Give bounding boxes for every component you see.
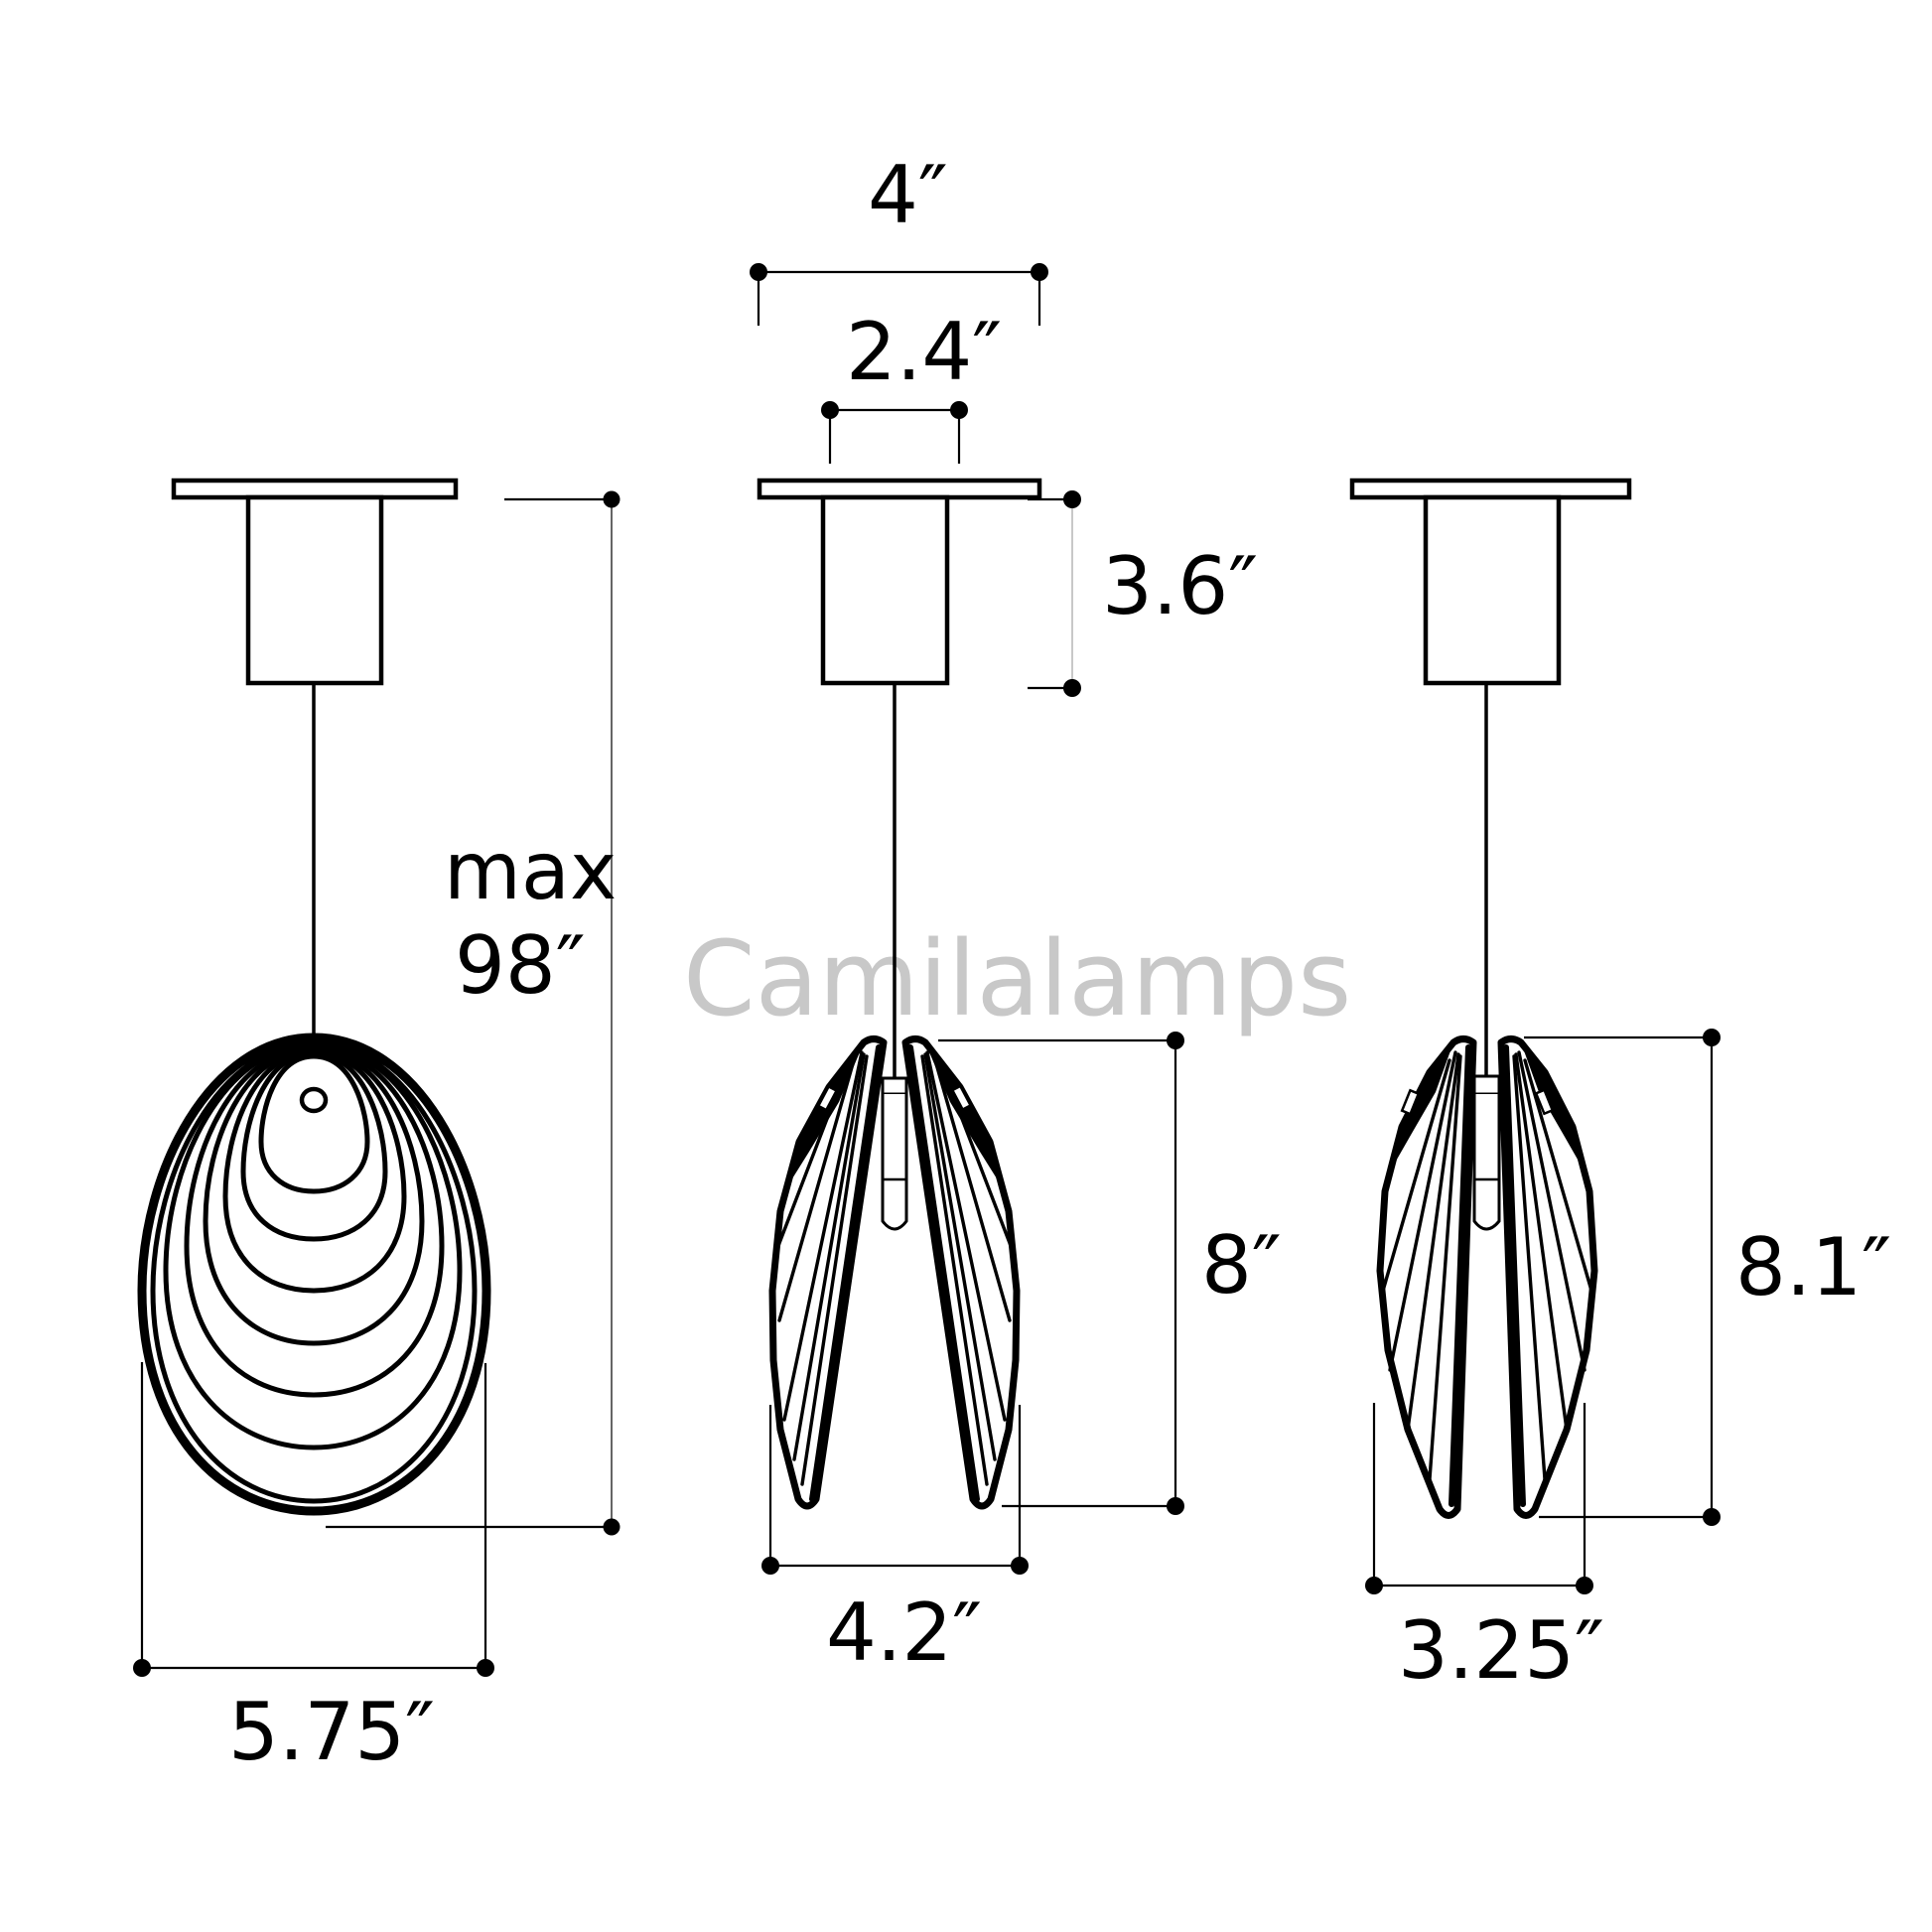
socket-hole: [299, 1086, 329, 1114]
shade-height-label: 8″: [1201, 1219, 1282, 1311]
shade-height-dimension: 8.1″: [1524, 1029, 1891, 1526]
bulb: [881, 1076, 908, 1231]
front-view: max 98″ 5.75″: [133, 478, 621, 1778]
canopy-cup: [245, 494, 384, 686]
shade-width-label: 3.25″: [1398, 1604, 1604, 1697]
ceiling-canopy: [171, 478, 459, 500]
height-label-value: 98″: [455, 919, 586, 1012]
canopy-height-label: 3.6″: [1102, 540, 1258, 632]
ceiling-canopy: [757, 478, 1042, 500]
right-wing: [1497, 1035, 1598, 1519]
canopy-width-dimension: 4″: [750, 149, 1048, 326]
shade-height-dimension: 8″: [938, 1032, 1282, 1515]
canopy-width-label: 4″: [868, 149, 948, 241]
shade-width-dimension: 3.25″: [1365, 1403, 1604, 1697]
right-wing: [901, 1035, 1021, 1510]
canopy-cup: [1423, 494, 1562, 686]
bulb: [1472, 1074, 1501, 1231]
shade-height-label: 8.1″: [1735, 1221, 1891, 1313]
width-label-egg: 5.75″: [228, 1686, 435, 1778]
left-wing: [1376, 1035, 1477, 1519]
canopy-cup: [820, 494, 950, 686]
ceiling-canopy: [1349, 478, 1632, 500]
shade-width-dimension: 4.2″: [761, 1405, 1029, 1679]
canopy-height-dimension: 3.6″: [1028, 490, 1258, 697]
width-dimension-egg: 5.75″: [133, 1362, 494, 1778]
side-view: 4″ 2.4″ 3.6″ 8″: [750, 149, 1282, 1679]
cup-width-label: 2.4″: [846, 306, 1002, 398]
side-closed-view: 8.1″ 3.25″: [1349, 478, 1891, 1697]
egg-shade: [137, 1033, 491, 1516]
height-label-max: max: [444, 825, 617, 917]
cup-width-dimension: 2.4″: [821, 306, 1002, 464]
shade-width-label: 4.2″: [826, 1587, 982, 1679]
height-dimension-max: max 98″: [326, 490, 621, 1536]
left-wing: [768, 1035, 888, 1510]
watermark-text: Camilalamps: [683, 918, 1351, 1039]
